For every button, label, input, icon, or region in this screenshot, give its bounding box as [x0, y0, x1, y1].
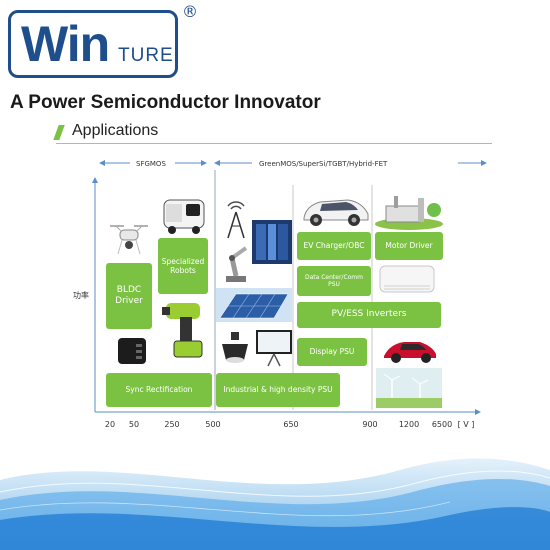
air-conditioner-icon [379, 265, 435, 293]
robot-arm-icon [226, 246, 248, 282]
x-tick-650: 650 [283, 420, 299, 429]
box-display-psu: Display PSU [297, 338, 367, 366]
solar-panel-icon [216, 288, 292, 322]
x-tick-6500: 6500 [431, 420, 453, 429]
bottom-wave-decoration [0, 458, 550, 550]
box-data-center: Data Center/Comm PSU [297, 266, 371, 296]
winture-logo: Win TURE [8, 10, 178, 78]
x-tick-250: 250 [164, 420, 180, 429]
x-tick-20: 20 [104, 420, 116, 429]
logo-win-text: Win [21, 16, 110, 72]
impact-wrench-icon [162, 303, 203, 358]
box-pv-ess: PV/ESS Inverters [297, 302, 441, 328]
x-tick-1200: 1200 [398, 420, 420, 429]
box-sync-rectification: Sync Rectification [106, 373, 212, 407]
box-motor-driver: Motor Driver [375, 232, 443, 260]
wind-turbine-icon [376, 368, 442, 408]
factory-icon [375, 196, 443, 230]
logo-ture-text: TURE [118, 45, 174, 66]
antenna-tower-icon [227, 201, 245, 239]
sports-car-icon [384, 342, 436, 363]
section-divider [56, 143, 492, 144]
axes [92, 160, 487, 415]
charger-icon [118, 338, 146, 364]
x-tick-50: 50 [128, 420, 140, 429]
drone-icon [110, 225, 148, 255]
section-title: Applications [72, 122, 159, 139]
box-specialized-robots: Specialized Robots [158, 238, 208, 294]
x-tick-900: 900 [362, 420, 378, 429]
monitor-icon [256, 330, 292, 367]
x-tick-500: 500 [205, 420, 221, 429]
group-label-greenmos: GreenMOS/SuperSi/TGBT/Hybrid-FET [259, 160, 388, 168]
server-rack-icon [252, 220, 292, 264]
y-axis-label: 功率 [73, 291, 89, 300]
tagline: A Power Semiconductor Innovator [10, 92, 321, 113]
delivery-robot-icon [163, 199, 205, 234]
led-lamp-icon [222, 332, 248, 363]
electric-car-icon [303, 199, 369, 226]
box-ev-charger: EV Charger/OBC [297, 232, 371, 260]
group-label-sfgmos: SFGMOS [136, 160, 166, 168]
x-tick-unit: [ V ] [457, 420, 475, 429]
box-bldc-driver: BLDC Driver [106, 263, 152, 329]
box-industrial-psu: Industrial & high density PSU [216, 373, 340, 407]
registered-mark: ® [182, 2, 198, 21]
